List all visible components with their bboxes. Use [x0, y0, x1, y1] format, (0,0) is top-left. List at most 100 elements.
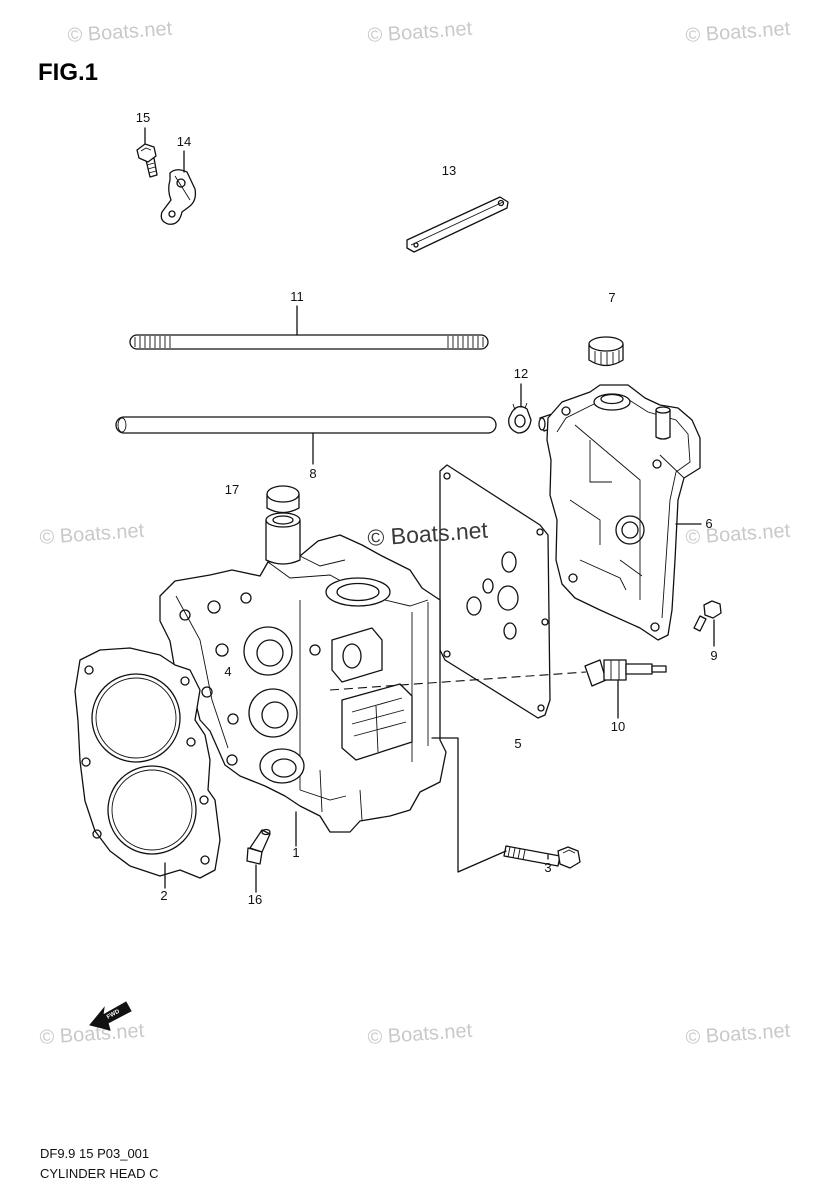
callout-8: 8 — [309, 466, 316, 481]
head-gasket-hole — [199, 795, 209, 805]
plate-edge — [410, 201, 504, 246]
head-bolt-hole — [309, 644, 321, 656]
watermark: © Boats.net — [39, 520, 146, 549]
cover-nipple-end — [538, 417, 546, 431]
rod-body — [129, 334, 489, 350]
head-bolt-hole — [227, 713, 239, 725]
watermarks: © Boats.net © Boats.net © Boats.net © Bo… — [39, 18, 792, 1049]
bracket-hole — [168, 210, 176, 218]
head-gasket-bore-bead — [95, 677, 177, 759]
part-1-cylinder-head — [159, 512, 447, 833]
gasket-hole — [501, 551, 517, 573]
watermark: © Boats.net — [67, 18, 174, 47]
watermark: © Boats.net — [367, 1020, 474, 1049]
head-bolt-hole — [215, 643, 229, 657]
gasket-hole — [503, 622, 517, 640]
part-17-plug — [266, 485, 300, 514]
cover-port — [615, 515, 645, 545]
head-gasket-bore — [91, 673, 181, 763]
fitting-nut — [246, 847, 263, 865]
part-6-cover — [538, 384, 701, 641]
cover-bolt-hole — [652, 459, 662, 469]
cover-bolt-hole — [568, 573, 578, 583]
cover-ribs — [569, 424, 685, 600]
head-gasket-hole — [81, 757, 91, 767]
cover-outline — [546, 384, 701, 641]
part-12-clip — [508, 402, 532, 434]
head-bolt-hole — [226, 754, 238, 766]
bolt-threads — [146, 162, 157, 174]
rod-threads-left — [134, 336, 171, 348]
water-jacket-port-inner — [271, 758, 297, 778]
diagram-code: DF9.9 15 P03_001 — [40, 1146, 149, 1161]
cylinder-head-top-port — [325, 577, 391, 607]
head-bolt-hole — [207, 600, 221, 614]
head-gasket-hole — [84, 665, 94, 675]
head-gasket-hole — [180, 676, 190, 686]
cover-bolt-hole — [650, 622, 660, 632]
gasket-hole — [466, 596, 482, 616]
cap-ribs — [594, 350, 620, 366]
head-gasket-hole — [186, 737, 196, 747]
fitting-body — [249, 829, 271, 853]
pipe-end — [117, 417, 127, 433]
gasket-bolt-hole — [536, 528, 544, 536]
part-3-bolt — [503, 845, 581, 869]
head-bolt-hole — [201, 686, 213, 698]
bracket-body — [160, 169, 197, 225]
clip-body — [508, 405, 532, 434]
head-gasket-hole — [92, 829, 102, 839]
callouts: 15 14 13 11 7 12 8 17 6 4 9 10 5 1 3 2 1… — [136, 110, 718, 907]
figure-title: FIG.1 — [38, 59, 98, 86]
callout-10: 10 — [611, 719, 625, 734]
callout-14: 14 — [177, 134, 191, 149]
callout-17: 17 — [225, 482, 239, 497]
pipe-body — [115, 416, 497, 434]
cylinder-head-side-edges — [299, 600, 429, 821]
sensor-install-line — [329, 671, 587, 691]
gasket-outline — [439, 464, 551, 719]
bolt-shank — [503, 845, 561, 867]
watermark: © Boats.net — [685, 18, 792, 47]
bolt-shank — [693, 615, 707, 632]
gasket-bolt-hole — [443, 472, 451, 480]
callout-13: 13 — [442, 163, 456, 178]
cover-outlet-end — [655, 406, 671, 414]
callout-15: 15 — [136, 110, 150, 125]
combustion-chamber-inner — [256, 639, 284, 667]
head-bolt-hole — [179, 609, 191, 621]
cylinder-head-top-port-inner — [336, 582, 380, 602]
part-10-sensor — [584, 659, 667, 687]
plate-hole — [497, 199, 505, 207]
plate-hole — [413, 242, 419, 248]
part-2-head-gasket — [74, 647, 221, 879]
valve-guide — [342, 643, 362, 669]
gasket-hole — [482, 578, 494, 594]
plug-top — [266, 485, 300, 503]
part-15-bolt — [136, 143, 158, 178]
rod-threads-right — [447, 336, 484, 348]
cover-filler-opening — [600, 393, 624, 405]
head-gasket-hole — [200, 855, 210, 865]
rocker-ribs — [351, 697, 407, 753]
callout-7: 7 — [608, 290, 615, 305]
head-gasket-bore-bead — [111, 769, 193, 851]
plug-boss-opening — [272, 515, 294, 525]
part-5-cover-gasket — [439, 464, 551, 719]
part-13-plate — [406, 196, 509, 253]
bolt-head — [703, 600, 722, 619]
watermark: © Boats.net — [367, 18, 474, 47]
bracket-hole — [176, 178, 186, 188]
callout-6: 6 — [705, 516, 712, 531]
callout-16: 16 — [248, 892, 262, 907]
bolt-threads — [507, 846, 526, 861]
callout-3: 3 — [544, 860, 551, 875]
section-title: CYLINDER HEAD C — [40, 1166, 158, 1181]
cover-port-inner — [621, 521, 639, 539]
head-gasket-outline — [74, 647, 221, 879]
plug-boss-top — [265, 512, 301, 528]
head-bolt-hole — [240, 592, 252, 604]
gasket-bolt-hole — [537, 704, 545, 712]
clip-hole — [514, 414, 526, 428]
water-jacket-port — [259, 748, 305, 784]
